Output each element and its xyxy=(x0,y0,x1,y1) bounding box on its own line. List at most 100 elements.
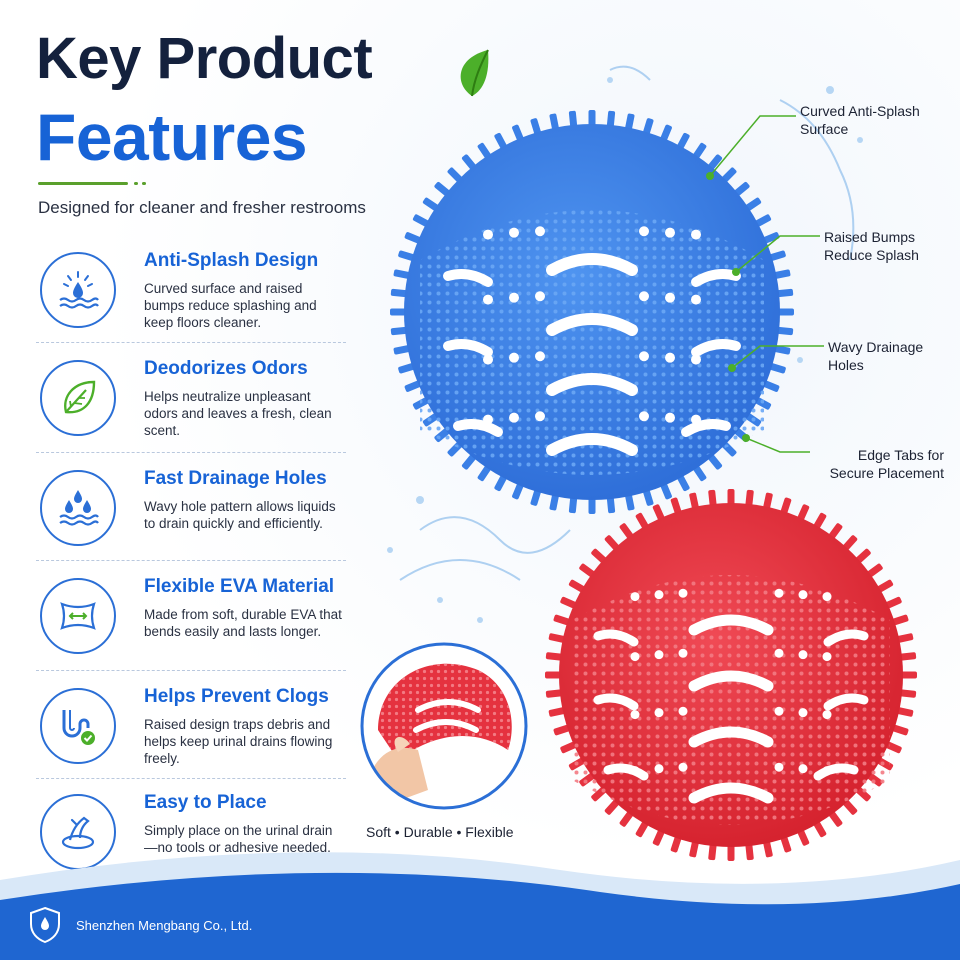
edge-tab xyxy=(545,652,565,661)
page-title-line1: Key Product xyxy=(36,26,373,91)
drain-dot xyxy=(535,351,545,362)
edge-tab xyxy=(762,838,773,858)
drain-dot xyxy=(654,590,664,600)
callout-raised-bumps: Raised Bumps Reduce Splash xyxy=(824,228,919,264)
edge-tab xyxy=(390,308,408,316)
red-urinal-screen xyxy=(545,489,917,861)
edge-tab xyxy=(894,633,914,644)
drain-dot xyxy=(630,766,640,776)
feature-anti-splash: Anti-Splash Design Curved surface and ra… xyxy=(36,244,356,350)
callout-line: Raised Bumps xyxy=(824,229,916,245)
flexibility-caption: Soft • Durable • Flexible xyxy=(366,824,514,840)
callout-line: Curved Anti-Splash xyxy=(800,103,920,119)
footer-wave xyxy=(0,852,960,960)
drain-dot xyxy=(654,650,664,660)
drain-dot xyxy=(483,354,493,365)
feature-prevent-clogs: Helps Prevent Clogs Raised design traps … xyxy=(36,680,356,786)
drain-dot xyxy=(654,708,664,718)
edge-tab xyxy=(774,326,794,336)
drain-dot xyxy=(509,352,519,363)
drain-dot xyxy=(639,226,649,237)
edge-tab xyxy=(549,113,560,132)
edge-tab xyxy=(745,489,754,509)
page-title-line2: Features xyxy=(36,100,308,174)
page-subtitle: Designed for cleaner and fresher restroo… xyxy=(38,198,366,217)
edge-tab xyxy=(774,288,794,298)
drain-dot xyxy=(798,650,808,660)
drain-dot xyxy=(678,762,688,772)
edge-tab xyxy=(624,113,635,132)
drain-dot xyxy=(822,766,832,776)
pipe-icon xyxy=(62,710,95,745)
feature-divider xyxy=(36,452,346,453)
feature-divider xyxy=(36,560,346,561)
callout-leader-lines xyxy=(706,115,824,453)
drain-dot xyxy=(665,352,675,363)
edge-tab xyxy=(727,843,735,861)
drain-dot xyxy=(509,227,519,238)
edge-tab xyxy=(390,288,410,298)
edge-tab xyxy=(393,269,412,280)
edge-tab xyxy=(762,492,773,512)
feature-title: Flexible EVA Material xyxy=(144,576,335,597)
hand-place-icon xyxy=(61,816,95,850)
title-underline xyxy=(38,182,128,185)
edge-tab xyxy=(588,110,596,128)
feature-divider xyxy=(36,670,346,671)
shield-drop-icon xyxy=(30,906,60,944)
edge-tab xyxy=(545,671,563,679)
drain-dot xyxy=(630,592,640,602)
feature-title: Deodorizes Odors xyxy=(144,358,308,379)
callout-line: Secure Placement xyxy=(829,465,944,481)
underline-dot xyxy=(142,182,146,185)
drain-dot xyxy=(678,706,688,716)
edge-tab xyxy=(545,689,565,698)
callout-line: Wavy Drainage xyxy=(828,339,924,355)
edge-tab xyxy=(772,344,791,355)
edge-tab xyxy=(624,492,635,511)
drain-dot xyxy=(483,229,493,240)
drain-dot xyxy=(665,227,675,238)
drain-dot xyxy=(665,412,675,423)
drain-dot xyxy=(535,411,545,422)
drain-dot xyxy=(774,588,784,598)
drain-dot xyxy=(639,411,649,422)
drain-dot xyxy=(509,412,519,423)
feature-title: Helps Prevent Clogs xyxy=(144,686,329,707)
edge-tab xyxy=(606,110,616,130)
leaf-icon xyxy=(64,380,96,414)
edge-tab xyxy=(727,489,735,507)
company-name: Shenzhen Mengbang Co., Ltd. xyxy=(76,918,253,933)
water-splash-decoration xyxy=(387,65,863,623)
edge-tab xyxy=(689,838,700,858)
drain-dot xyxy=(630,710,640,720)
drain-dot xyxy=(639,291,649,302)
feature-description: Wavy hole pattern allows liquids to drai… xyxy=(144,499,336,531)
callout-line: Reduce Splash xyxy=(824,247,919,263)
edge-tab xyxy=(897,689,917,698)
drain-dot xyxy=(535,226,545,237)
flexibility-inset xyxy=(360,642,528,810)
drainage-holes xyxy=(593,614,869,804)
edge-tab xyxy=(390,326,410,336)
drain-dot xyxy=(691,354,701,365)
feature-icon-circle xyxy=(40,360,116,436)
feature-description: Made from soft, durable EVA that bends e… xyxy=(144,607,342,639)
drain-dot xyxy=(630,652,640,662)
drain-dot xyxy=(691,414,701,425)
underline-dot xyxy=(134,182,138,185)
edge-tab xyxy=(708,841,717,861)
blue-urinal-screen xyxy=(390,110,794,514)
feature-divider xyxy=(36,778,346,779)
edge-tab xyxy=(549,492,560,511)
drain-dot xyxy=(822,710,832,720)
drops-icon xyxy=(59,490,99,526)
edge-tab xyxy=(894,706,914,717)
drain-dot xyxy=(798,708,808,718)
edge-tab xyxy=(689,492,700,512)
callout-line: Surface xyxy=(800,121,849,137)
edge-tab xyxy=(606,494,616,514)
feature-description: Simply place on the urinal drain—no tool… xyxy=(144,823,333,855)
leaf-decoration-icon xyxy=(460,49,489,97)
